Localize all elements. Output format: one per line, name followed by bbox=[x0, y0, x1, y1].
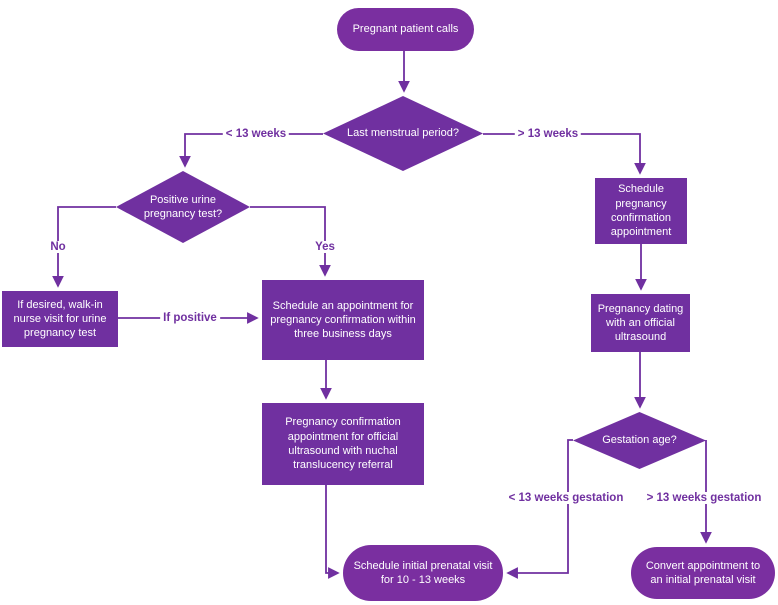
node-pregnancy-dating-ultrasound: Pregnancy dating with an official ultras… bbox=[591, 294, 690, 352]
node-pregnancy-confirmation-appointment-label: Pregnancy confirmation appointment for o… bbox=[285, 416, 401, 472]
node-pregnancy-confirmation-appointment: Pregnancy confirmation appointment for o… bbox=[262, 403, 424, 485]
node-schedule-pregnancy-confirmation: Schedule pregnancy confirmation appointm… bbox=[595, 178, 687, 244]
diamond-shape bbox=[116, 171, 250, 243]
node-pregnant-patient-calls-label: Pregnant patient calls bbox=[352, 23, 459, 36]
node-schedule-initial-prenatal-visit-label: Schedule initial prenatal visit for 10 -… bbox=[353, 559, 493, 586]
node-walkin-nurse-visit: If desired, walk-in nurse visit for urin… bbox=[2, 291, 118, 347]
node-positive-urine-pregnancy-test-label: Positive urine pregnancy test? bbox=[143, 193, 223, 220]
node-schedule-appointment-label: Schedule an appointment for pregnancy co… bbox=[270, 299, 416, 341]
node-gestation-age-label: Gestation age? bbox=[602, 434, 677, 447]
edge-label-yes: Yes bbox=[312, 241, 338, 253]
node-pregnant-patient-calls: Pregnant patient calls bbox=[337, 8, 474, 51]
node-walkin-nurse-visit-label: If desired, walk-in nurse visit for urin… bbox=[13, 298, 107, 340]
edge-confirm-to-initial-visit bbox=[325, 485, 340, 579]
node-pregnancy-dating-ultrasound-label: Pregnancy dating with an official ultras… bbox=[597, 302, 684, 344]
edge-label-lt-13-weeks-gestation: < 13 weeks gestation bbox=[505, 492, 627, 504]
node-schedule-initial-prenatal-visit: Schedule initial prenatal visit for 10 -… bbox=[343, 545, 503, 601]
edge-gest-age-to-initial-visit bbox=[506, 439, 573, 579]
node-convert-appointment-label: Convert appointment to an initial prenat… bbox=[645, 559, 761, 586]
edge-label-lt-13-weeks: < 13 weeks bbox=[222, 128, 290, 140]
edge-label-gt-13-weeks-gestation: > 13 weeks gestation bbox=[643, 492, 765, 504]
node-gestation-age: Gestation age? bbox=[573, 412, 706, 469]
diamond-shape bbox=[573, 412, 706, 469]
node-last-menstrual-period: Last menstrual period? bbox=[323, 96, 483, 171]
edge-label-if-positive: If positive bbox=[160, 312, 220, 324]
edge-pos-test-to-walkin bbox=[52, 206, 116, 288]
node-convert-appointment: Convert appointment to an initial prenat… bbox=[631, 547, 775, 599]
diamond-shape bbox=[323, 96, 483, 171]
edge-label-no: No bbox=[47, 241, 69, 253]
edge-label-gt-13-weeks: > 13 weeks bbox=[514, 128, 582, 140]
node-schedule-pregnancy-confirmation-label: Schedule pregnancy confirmation appointm… bbox=[610, 183, 672, 239]
node-positive-urine-pregnancy-test: Positive urine pregnancy test? bbox=[116, 171, 250, 243]
node-last-menstrual-period-label: Last menstrual period? bbox=[347, 127, 459, 140]
node-schedule-appointment: Schedule an appointment for pregnancy co… bbox=[262, 280, 424, 360]
